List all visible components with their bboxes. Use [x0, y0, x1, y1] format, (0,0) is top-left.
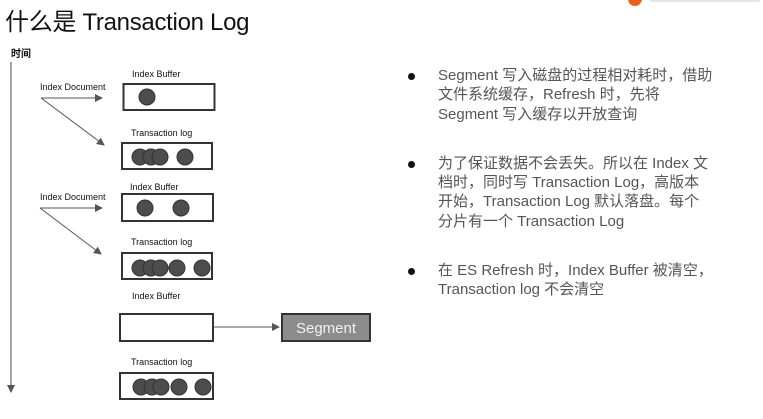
document-circle	[151, 148, 169, 166]
transaction-log-label: Transaction log	[131, 357, 192, 367]
index-document-label: Index Document	[40, 192, 106, 202]
index-buffer-label: Index Buffer	[132, 69, 180, 79]
index-buffer-label: Index Buffer	[130, 182, 178, 192]
arrow	[39, 207, 102, 255]
bullet-dot-icon	[408, 160, 415, 168]
document-circle	[138, 88, 156, 106]
bullet-item: 为了保证数据不会丢失。所以在 Index 文 档时，同时写 Transactio…	[408, 154, 758, 231]
segment-label: Segment	[296, 320, 357, 337]
bullet-dot-icon	[408, 268, 415, 276]
document-circle	[168, 259, 186, 277]
logo-icon	[628, 0, 642, 6]
document-circle	[151, 259, 169, 277]
document-circle	[170, 378, 188, 396]
document-circle	[172, 199, 190, 217]
bullet-item: 在 ES Refresh 时，Index Buffer 被清空， Transac…	[408, 261, 758, 300]
bullet-line: 档时，同时写 Transaction Log，高版本	[438, 174, 700, 192]
bullet-line: Transaction log 不会清空	[438, 281, 605, 299]
bullet-line: 分片有一个 Transaction Log	[438, 212, 625, 230]
transaction-log-label: Transaction log	[131, 237, 192, 247]
index-buffer-box	[121, 193, 214, 222]
index-buffer-box	[119, 313, 214, 342]
bullet-dot-icon	[408, 73, 415, 80]
transaction-log-label: Transaction log	[131, 128, 192, 138]
document-circle	[136, 199, 154, 217]
bullet-line: 文件系统缓存，Refresh 时，先将	[438, 86, 660, 104]
document-circle	[193, 259, 211, 277]
bullet-line: 为了保证数据不会丢失。所以在 Index 文	[438, 154, 709, 172]
index-buffer-box	[122, 83, 216, 111]
logo	[650, 0, 760, 2]
document-circle	[176, 148, 194, 166]
transaction-log-diagram: Index Document Index Buffer Transaction …	[7, 62, 371, 400]
bullet-line: 开始，Transaction Log 默认落盘。每个	[438, 193, 700, 211]
bullet-item: Segment 写入磁盘的过程相对耗时，借助 文件系统缓存，Refresh 时，…	[408, 66, 758, 124]
bullet-line: 在 ES Refresh 时，Index Buffer 被清空，	[438, 262, 713, 280]
bullet-line: Segment 写入缓存以开放查询	[438, 105, 638, 123]
page-title: 什么是 Transaction Log	[5, 9, 250, 36]
index-buffer-label: Index Buffer	[132, 291, 180, 301]
document-circle	[152, 378, 170, 396]
timeline-label: 时间	[11, 49, 31, 60]
bullet-list: Segment 写入磁盘的过程相对耗时，借助 文件系统缓存，Refresh 时，…	[408, 66, 758, 330]
arrow	[40, 97, 105, 146]
index-document-label: Index Document	[40, 82, 106, 92]
bullet-line: Segment 写入磁盘的过程相对耗时，借助	[438, 67, 713, 84]
document-circle	[194, 378, 212, 396]
segment-box	[281, 313, 371, 342]
